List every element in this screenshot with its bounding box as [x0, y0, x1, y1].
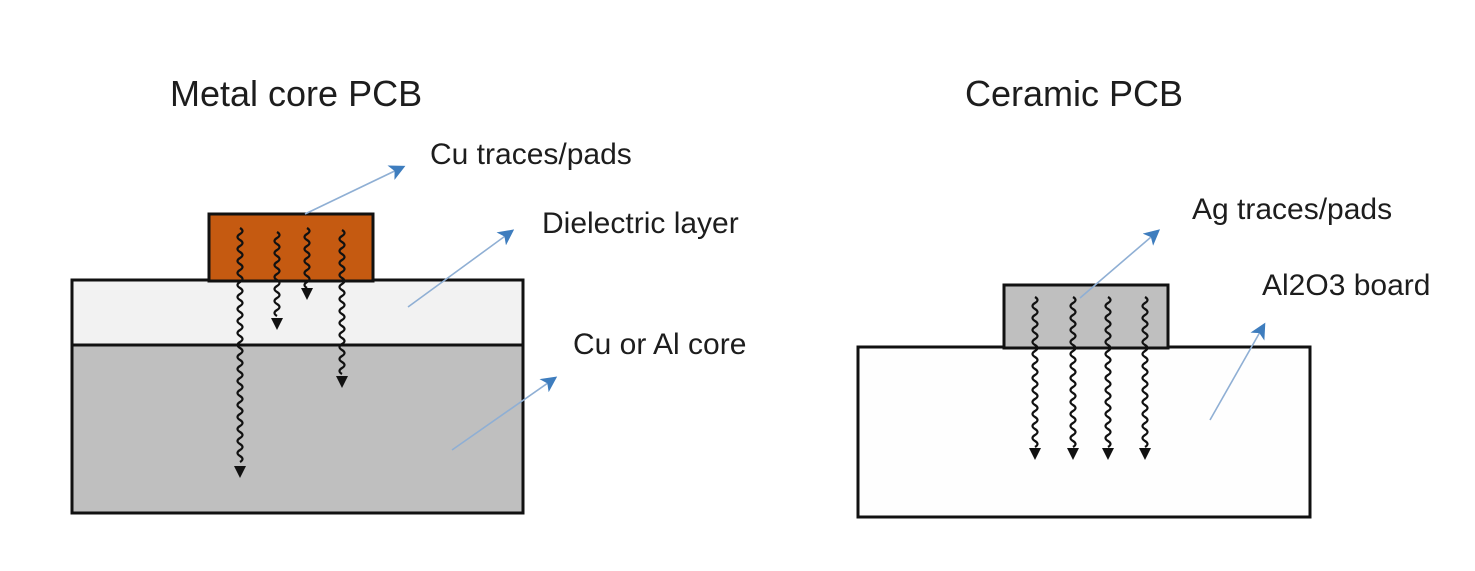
cu-traces-pads-label: Cu traces/pads — [430, 138, 632, 171]
heat-flow-arrowhead — [301, 288, 313, 300]
heat-flow-arrowhead — [1102, 448, 1114, 460]
cu-or-al-core-label: Cu or Al core — [573, 328, 747, 361]
heat-flow-arrowhead — [1139, 448, 1151, 460]
metal-core-pcb-title: Metal core PCB — [170, 73, 423, 114]
dielectric-layer-label: Dielectric layer — [542, 207, 739, 240]
heat-flow-squiggle-arrow — [1141, 296, 1149, 448]
heat-flow-squiggle-arrow — [273, 231, 281, 317]
heat-flow-arrows-group — [234, 227, 1151, 478]
heat-flow-arrowhead — [1029, 448, 1041, 460]
metal-core-shape — [70, 343, 525, 515]
callout-arrow — [304, 165, 406, 215]
cu-pad-shape — [207, 212, 375, 283]
callout-arrow — [1079, 229, 1161, 299]
heat-flow-squiggle-arrow — [303, 227, 311, 289]
heat-flow-squiggle-arrow — [1031, 296, 1039, 448]
callout-arrows-group — [304, 165, 1266, 451]
ag-pad-shape — [1002, 283, 1170, 350]
ceramic-pcb-figure — [856, 283, 1312, 519]
ceramic-pcb-title: Ceramic PCB — [965, 73, 1184, 114]
heat-flow-arrowhead — [271, 318, 283, 330]
callout-arrow — [1209, 322, 1266, 421]
heat-flow-arrowhead — [1067, 448, 1079, 460]
heat-flow-arrowhead — [336, 376, 348, 388]
heat-flow-squiggle-arrow — [338, 229, 346, 375]
al2o3-board-shape — [856, 345, 1312, 519]
heat-flow-squiggle-arrow — [1069, 296, 1077, 448]
heat-flow-arrowhead — [234, 466, 246, 478]
dielectric-layer-shape — [70, 278, 525, 347]
heat-flow-squiggle-arrow — [236, 227, 244, 463]
callout-arrow — [451, 376, 558, 451]
metal-core-pcb-figure — [70, 212, 525, 515]
heat-flow-squiggle-arrow — [1104, 296, 1112, 448]
al2o3-board-label: Al2O3 board — [1262, 269, 1431, 302]
callout-arrow — [407, 229, 515, 308]
ag-traces-pads-label: Ag traces/pads — [1192, 193, 1393, 226]
